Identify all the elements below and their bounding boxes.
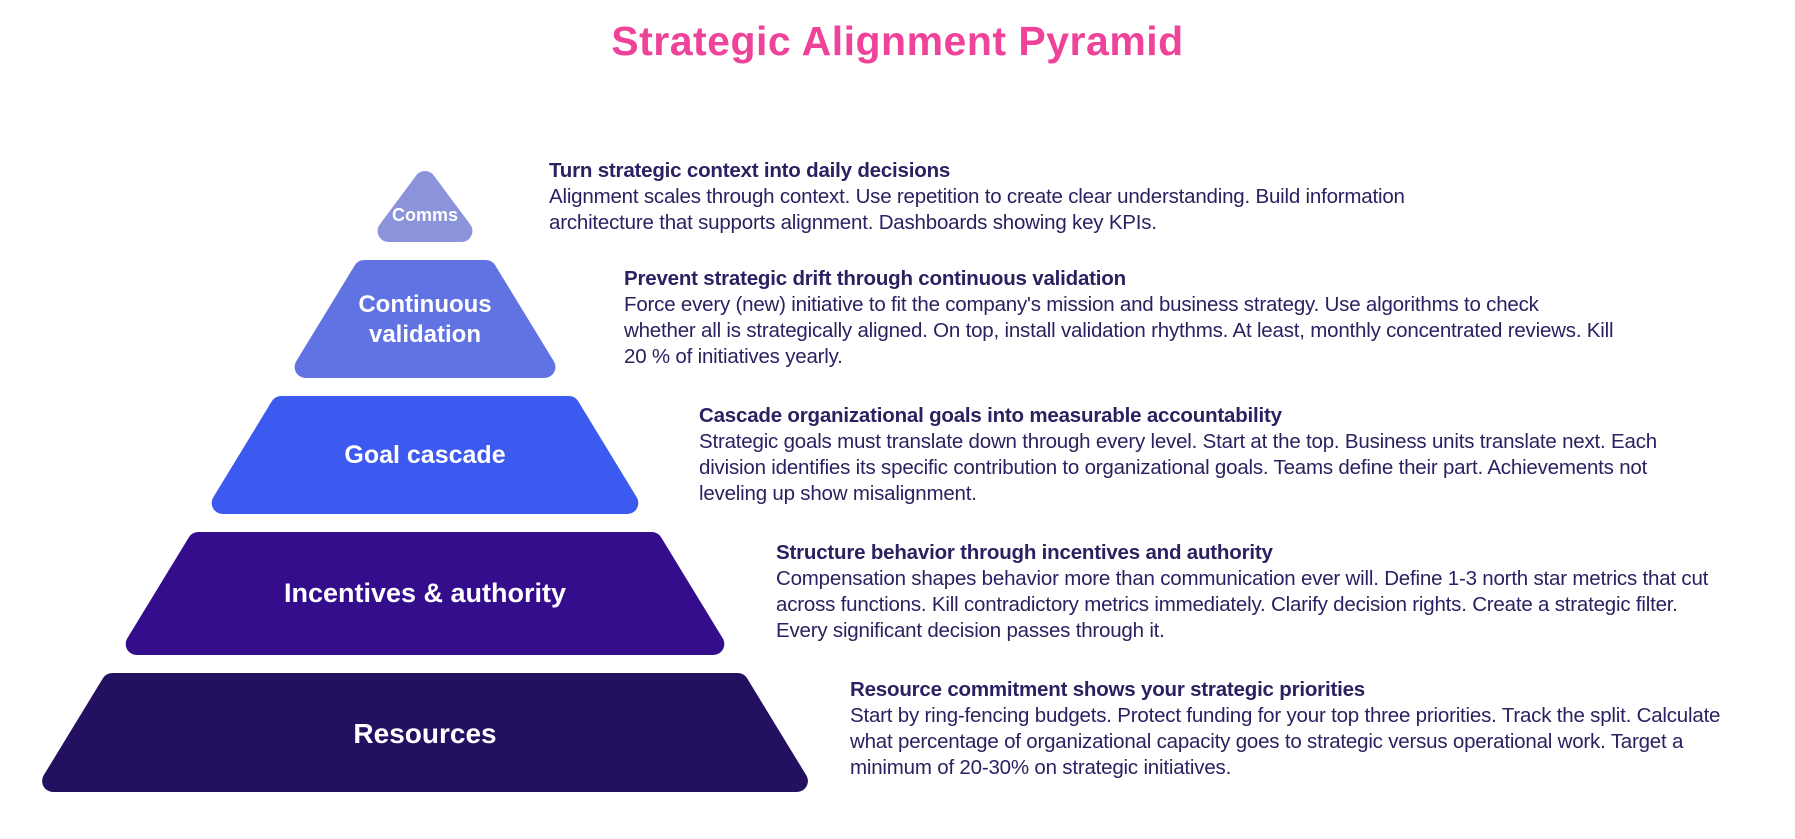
description-heading: Structure behavior through incentives an… [776,541,1273,564]
pyramid-label-goal-cascade: Goal cascade [344,441,506,470]
pyramid-level-resources-shape [42,673,808,792]
pyramid-level-comms-shape [377,171,473,242]
description-continuous-validation: Prevent strategic drift through continuo… [624,266,1614,370]
description-body: Alignment scales through context. Use re… [549,185,1405,234]
pyramid-level-incentives-authority-shape [125,532,725,655]
description-body: Force every (new) initiative to fit the … [624,293,1614,368]
page-title: Strategic Alignment Pyramid [611,18,1184,64]
description-body: Strategic goals must translate down thro… [699,430,1657,505]
pyramid-level-continuous-validation-shape [294,260,556,378]
description-body: Start by ring-fencing budgets. Protect f… [850,704,1721,779]
pyramid-label-resources: Resources [353,717,497,749]
pyramid-label-incentives-authority: Incentives & authority [283,578,567,609]
description-goal-cascade: Cascade organizational goals into measur… [699,403,1664,507]
description-heading: Cascade organizational goals into measur… [699,404,1282,427]
description-body: Compensation shapes behavior more than c… [776,567,1709,642]
description-heading: Prevent strategic drift through continuo… [624,267,1126,290]
description-incentives-authority: Structure behavior through incentives an… [776,540,1716,644]
description-resources: Resource commitment shows your strategic… [850,677,1765,781]
description-heading: Resource commitment shows your strategic… [850,678,1365,701]
pyramid-label-comms: Comms [391,204,458,225]
pyramid-label-continuous-validation: Continuous validation [358,291,492,348]
pyramid-level-goal-cascade-shape [211,396,639,514]
description-comms: Turn strategic context into daily decisi… [549,158,1484,236]
description-heading: Turn strategic context into daily decisi… [549,159,951,182]
